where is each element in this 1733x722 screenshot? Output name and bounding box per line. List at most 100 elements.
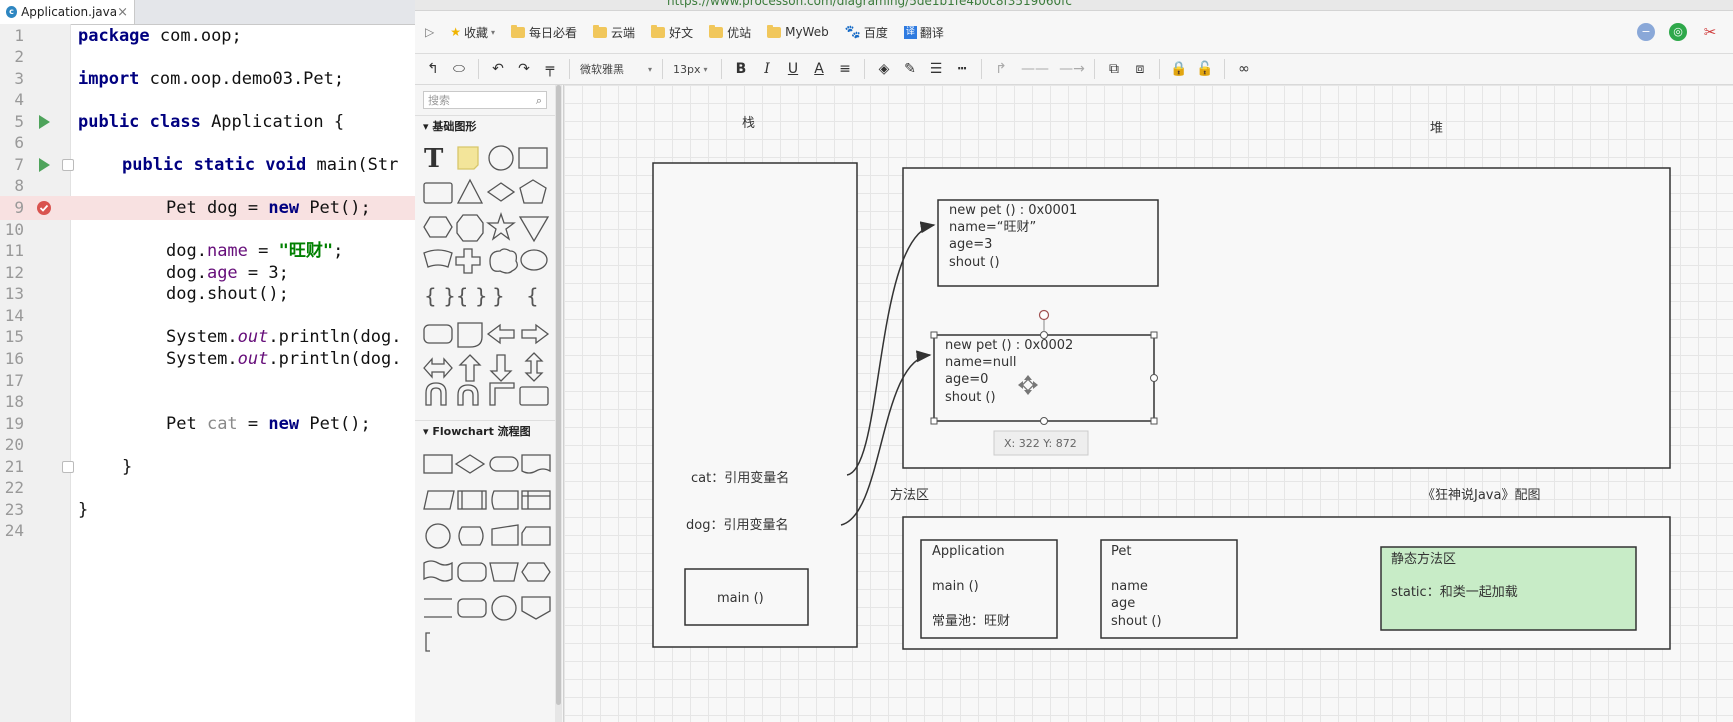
- code-line[interactable]: 2: [0, 45, 415, 69]
- undo-style-icon[interactable]: ↰: [427, 61, 439, 77]
- address-bar[interactable]: https://www.processon.com/diagraming/5de…: [415, 0, 1733, 11]
- code-line[interactable]: 15 System.out.println(dog.: [0, 325, 415, 349]
- shape-search-input[interactable]: 搜索 ⌕: [423, 91, 547, 109]
- dog-reference-arrow[interactable]: [840, 350, 932, 526]
- fold-marker-icon[interactable]: [62, 159, 74, 171]
- code-line-breakpoint[interactable]: 9 Pet dog = new Pet();: [0, 196, 415, 220]
- stack-main-frame[interactable]: [684, 568, 809, 626]
- stack-main-label[interactable]: main (): [717, 591, 764, 606]
- arrow-end-icon[interactable]: —→: [1059, 61, 1085, 77]
- section-flowchart[interactable]: ▾ Flowchart 流程图: [415, 420, 555, 442]
- bold-button[interactable]: B: [735, 61, 747, 77]
- basic-shapes-grid[interactable]: T { }{ } } {: [422, 143, 554, 409]
- code-line[interactable]: 11 dog.name = "旺财";: [0, 239, 415, 263]
- selection-handles[interactable]: [930, 331, 1158, 425]
- line-type-icon[interactable]: ——: [1021, 61, 1049, 77]
- format-painter-icon[interactable]: ⬭: [453, 61, 465, 77]
- extension-icon[interactable]: −: [1637, 23, 1655, 41]
- tools-icon[interactable]: ✂: [1703, 23, 1717, 41]
- underline-button[interactable]: U: [787, 61, 799, 77]
- line-color-icon[interactable]: ✎: [904, 61, 916, 77]
- scrollbar-thumb[interactable]: [556, 85, 561, 705]
- line-style-icon[interactable]: ┅: [957, 61, 967, 77]
- unlock-icon[interactable]: 🔓: [1196, 61, 1214, 77]
- cat-reference-arrow[interactable]: [846, 221, 936, 476]
- code-line[interactable]: 19 Pet cat = new Pet();: [0, 412, 415, 436]
- send-back-icon[interactable]: ⧈: [1135, 61, 1145, 77]
- run-icon[interactable]: [36, 157, 52, 173]
- code-line[interactable]: 23 }: [0, 498, 415, 522]
- fold-marker-icon[interactable]: [62, 461, 74, 473]
- bring-front-icon[interactable]: ⧉: [1109, 61, 1119, 77]
- class-pet-box[interactable]: [1100, 539, 1238, 639]
- code-line[interactable]: 7 public static void main(Str: [0, 153, 415, 177]
- line-gutter[interactable]: [0, 24, 71, 722]
- bookmark-folder[interactable]: 优站: [709, 24, 751, 41]
- run-icon[interactable]: [36, 114, 52, 130]
- bookmark-folder[interactable]: 每日必看: [511, 24, 577, 41]
- bookmark-label: 云端: [611, 25, 636, 40]
- code-line[interactable]: 24: [0, 519, 415, 543]
- heap-title[interactable]: 堆: [1430, 121, 1443, 136]
- code-line[interactable]: 4: [0, 88, 415, 112]
- shape-panel-scrollbar[interactable]: [555, 85, 562, 722]
- code-line[interactable]: 17: [0, 369, 415, 393]
- code-line[interactable]: 10: [0, 218, 415, 242]
- bookmark-favorites[interactable]: ★收藏▾: [450, 24, 495, 41]
- code-line[interactable]: 18: [0, 390, 415, 414]
- undo-icon[interactable]: ↶: [492, 61, 504, 77]
- brush-icon[interactable]: ╤: [545, 61, 555, 77]
- extension-icon[interactable]: ◎: [1669, 23, 1687, 41]
- redo-icon[interactable]: ↷: [518, 61, 530, 77]
- code-text: }: [78, 500, 89, 520]
- diagram-canvas[interactable]: 栈 堆 方法区 《狂神说Java》配图 cat：引用变量名 dog：引用变量名 …: [564, 85, 1733, 722]
- code-line[interactable]: 5 public class Application {: [0, 110, 415, 134]
- italic-button[interactable]: I: [764, 61, 770, 77]
- line-number: 13: [4, 284, 24, 303]
- lock-icon[interactable]: 🔒: [1170, 61, 1188, 77]
- diagram-caption[interactable]: 《狂神说Java》配图: [1422, 488, 1540, 503]
- method-area-title[interactable]: 方法区: [890, 487, 929, 503]
- bookmark-folder[interactable]: 云端: [593, 24, 635, 41]
- section-basic-shapes[interactable]: ▾ 基础图形: [415, 115, 555, 137]
- flowchart-shapes-grid[interactable]: [422, 447, 554, 717]
- code-line[interactable]: 16 System.out.println(dog.: [0, 347, 415, 371]
- link-icon[interactable]: ∞: [1238, 61, 1250, 77]
- line-number: 8: [14, 176, 24, 195]
- close-tab-icon[interactable]: ×: [117, 4, 128, 20]
- align-icon[interactable]: ≡: [839, 61, 851, 77]
- code-line[interactable]: 21 }: [0, 455, 415, 479]
- code-line[interactable]: 13 dog.shout();: [0, 282, 415, 306]
- connector-icon[interactable]: ↱: [995, 61, 1007, 77]
- fill-color-icon[interactable]: ◈: [878, 61, 890, 77]
- font-family-select[interactable]: 微软雅黑▾: [576, 61, 656, 77]
- stack-title[interactable]: 栈: [742, 116, 755, 131]
- bookmark-baidu[interactable]: 🐾百度: [845, 24, 888, 41]
- line-width-icon[interactable]: ☰: [929, 61, 943, 77]
- rotate-handle-icon[interactable]: [1038, 309, 1050, 321]
- static-method-area-box[interactable]: [1380, 546, 1637, 631]
- stack-box[interactable]: [652, 162, 858, 648]
- font-color-button[interactable]: A: [814, 61, 824, 77]
- breakpoint-icon[interactable]: [36, 200, 52, 216]
- bookmark-folder[interactable]: 好文: [651, 24, 693, 41]
- class-application-box[interactable]: [920, 539, 1058, 639]
- code-line[interactable]: 6: [0, 131, 415, 155]
- code-line[interactable]: 8: [0, 174, 415, 198]
- stack-cat-ref[interactable]: cat：引用变量名: [691, 470, 789, 486]
- stack-dog-ref[interactable]: dog：引用变量名: [686, 517, 788, 533]
- editor-tab-application-java[interactable]: c Application.java ×: [0, 0, 135, 24]
- heap-object-1[interactable]: [937, 199, 1159, 287]
- bookmark-translate[interactable]: 译翻译: [903, 24, 944, 41]
- sidebar-toggle-icon[interactable]: ▷: [425, 25, 435, 39]
- bookmark-folder[interactable]: MyWeb: [767, 24, 829, 39]
- memory-diagram[interactable]: 栈 堆 方法区 《狂神说Java》配图 cat：引用变量名 dog：引用变量名 …: [564, 85, 1733, 722]
- code-line[interactable]: 14: [0, 304, 415, 328]
- font-size-select[interactable]: 13px▾: [669, 63, 715, 76]
- code-line[interactable]: 22: [0, 476, 415, 500]
- code-line[interactable]: 20: [0, 433, 415, 457]
- code-line[interactable]: 12 dog.age = 3;: [0, 261, 415, 285]
